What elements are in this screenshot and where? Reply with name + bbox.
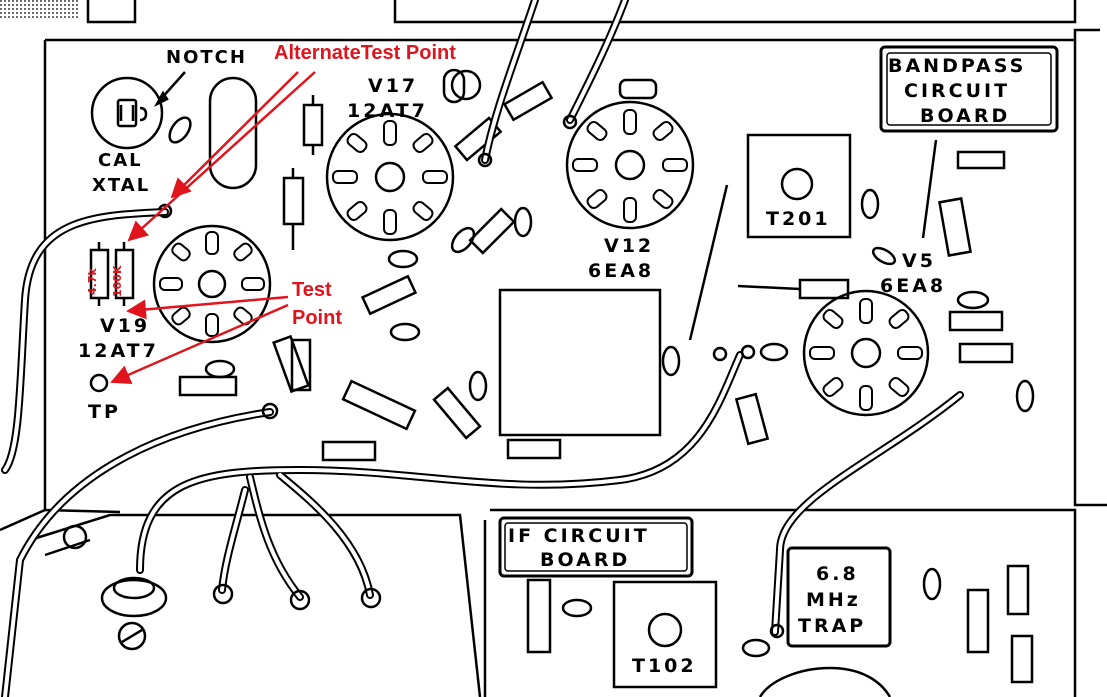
notch-arrow — [153, 71, 186, 107]
transformer-t201 — [746, 133, 852, 239]
xtal-label: XTAL — [92, 175, 150, 196]
partial-tube-socket — [758, 666, 892, 697]
wires-inner — [3, 0, 962, 697]
resistor-100k-label: 100K — [111, 265, 124, 297]
v12-label: V12 — [604, 235, 654, 257]
bandpass-label-1: BANDPASS — [888, 55, 1026, 77]
trap-box — [786, 546, 892, 648]
if-board-box — [498, 516, 694, 578]
v17-tube-label: 12AT7 — [347, 100, 428, 122]
resistor-100k — [114, 242, 135, 306]
tube-socket-v17 — [325, 112, 455, 242]
tube-socket-v5 — [802, 289, 930, 417]
v5-tube-label: 6EA8 — [880, 275, 946, 297]
components — [62, 68, 1035, 684]
transformer-t102 — [612, 580, 718, 689]
notch-slot — [208, 76, 258, 190]
v17-label: V17 — [368, 75, 418, 97]
t102-label: T102 — [632, 655, 697, 677]
resistor-4k7 — [89, 242, 110, 306]
cal-crystal — [90, 76, 164, 150]
v5-label: V5 — [902, 250, 936, 272]
if-board-label-1: IF CIRCUIT — [508, 525, 650, 547]
bandpass-board-box — [879, 45, 1059, 133]
tp-label: TP — [88, 401, 121, 423]
center-shield — [498, 139, 938, 437]
grommet — [100, 576, 168, 651]
v19-tube-label: 12AT7 — [78, 340, 159, 362]
v19-label: V19 — [100, 315, 150, 337]
annotation-arrows — [110, 71, 316, 384]
if-board-label-2: BOARD — [540, 549, 630, 571]
trap-label-3: TRAP — [798, 615, 866, 637]
t201-label: T201 — [766, 208, 831, 230]
test-point-label-line1: Test — [292, 279, 332, 301]
resistor-4k7-label: 4.7k — [86, 268, 99, 295]
cal-label: CAL — [98, 150, 143, 171]
alternate-test-point-label: AlternateTest Point — [274, 42, 456, 64]
trap-label-1: 6.8 — [816, 563, 859, 585]
v12-tube-label: 6EA8 — [588, 260, 654, 282]
trap-label-2: MHz — [806, 589, 861, 611]
terminals — [212, 114, 785, 639]
tube-socket-v12 — [565, 100, 695, 230]
bandpass-label-3: BOARD — [920, 105, 1010, 127]
tube-socket-v19 — [152, 224, 272, 344]
test-point-label-line2: Point — [292, 307, 342, 329]
notch-label: NOTCH — [166, 47, 247, 68]
bandpass-label-2: CIRCUIT — [904, 80, 1010, 102]
